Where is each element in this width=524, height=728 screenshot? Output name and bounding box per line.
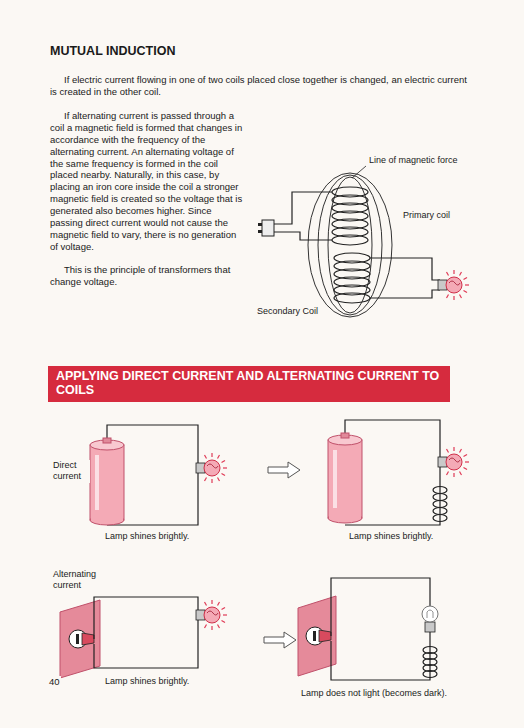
lamp — [196, 600, 227, 630]
part-label: Primary coil — [402, 210, 451, 221]
section-banner: APPLYING DIRECT CURRENT AND ALTERNATING … — [48, 366, 450, 402]
coil-winding — [433, 494, 447, 501]
page-number: 40 — [48, 676, 61, 688]
coil-winding — [332, 235, 368, 245]
wire — [370, 258, 440, 280]
coil-winding — [433, 508, 447, 515]
wire — [274, 232, 332, 240]
lamp — [196, 453, 227, 483]
plug — [262, 220, 274, 236]
caption-text: Lamp shines brightly. — [348, 531, 434, 542]
part-label: Secondary Coil — [256, 306, 319, 317]
coil-winding — [334, 293, 370, 303]
arrow — [264, 632, 296, 648]
magnetic-field-lines — [308, 173, 392, 317]
lamp — [438, 447, 469, 477]
lamp — [422, 606, 438, 632]
body-text: If alternating current is passed through… — [50, 110, 244, 253]
plug-pin — [258, 223, 262, 226]
lamp — [438, 270, 469, 300]
part-label: Alternating current — [52, 569, 114, 592]
caption-text: Lamp does not light (becomes dark). — [300, 688, 448, 699]
caption-text: Lamp shines brightly. — [104, 531, 190, 542]
arrow — [268, 462, 300, 478]
coil — [423, 647, 437, 678]
body-text: This is the principle of transformers th… — [50, 264, 244, 288]
battery — [90, 438, 124, 525]
part-label: Line of magnetic force — [368, 155, 459, 166]
coil-winding — [423, 671, 437, 678]
part-label: Direct current — [52, 460, 90, 483]
caption-text: Lamp shines brightly. — [104, 676, 190, 687]
coil-winding — [433, 487, 447, 494]
wire — [370, 290, 440, 298]
plug-pin — [258, 230, 262, 233]
secondary-coil — [334, 253, 370, 303]
primary-coil — [332, 187, 368, 245]
wire — [94, 597, 198, 668]
coil-winding — [433, 515, 447, 522]
banner-heading: APPLYING DIRECT CURRENT AND ALTERNATING … — [48, 366, 450, 400]
wire — [274, 192, 332, 224]
intro-text: If electric current flowing in one of tw… — [50, 74, 475, 98]
battery — [328, 433, 362, 523]
coil — [433, 487, 447, 522]
wall-outlet — [298, 596, 336, 676]
leader-line — [352, 166, 366, 178]
coil-winding — [433, 501, 447, 508]
page-title: MUTUAL INDUCTION — [50, 44, 175, 58]
wire — [331, 578, 430, 680]
